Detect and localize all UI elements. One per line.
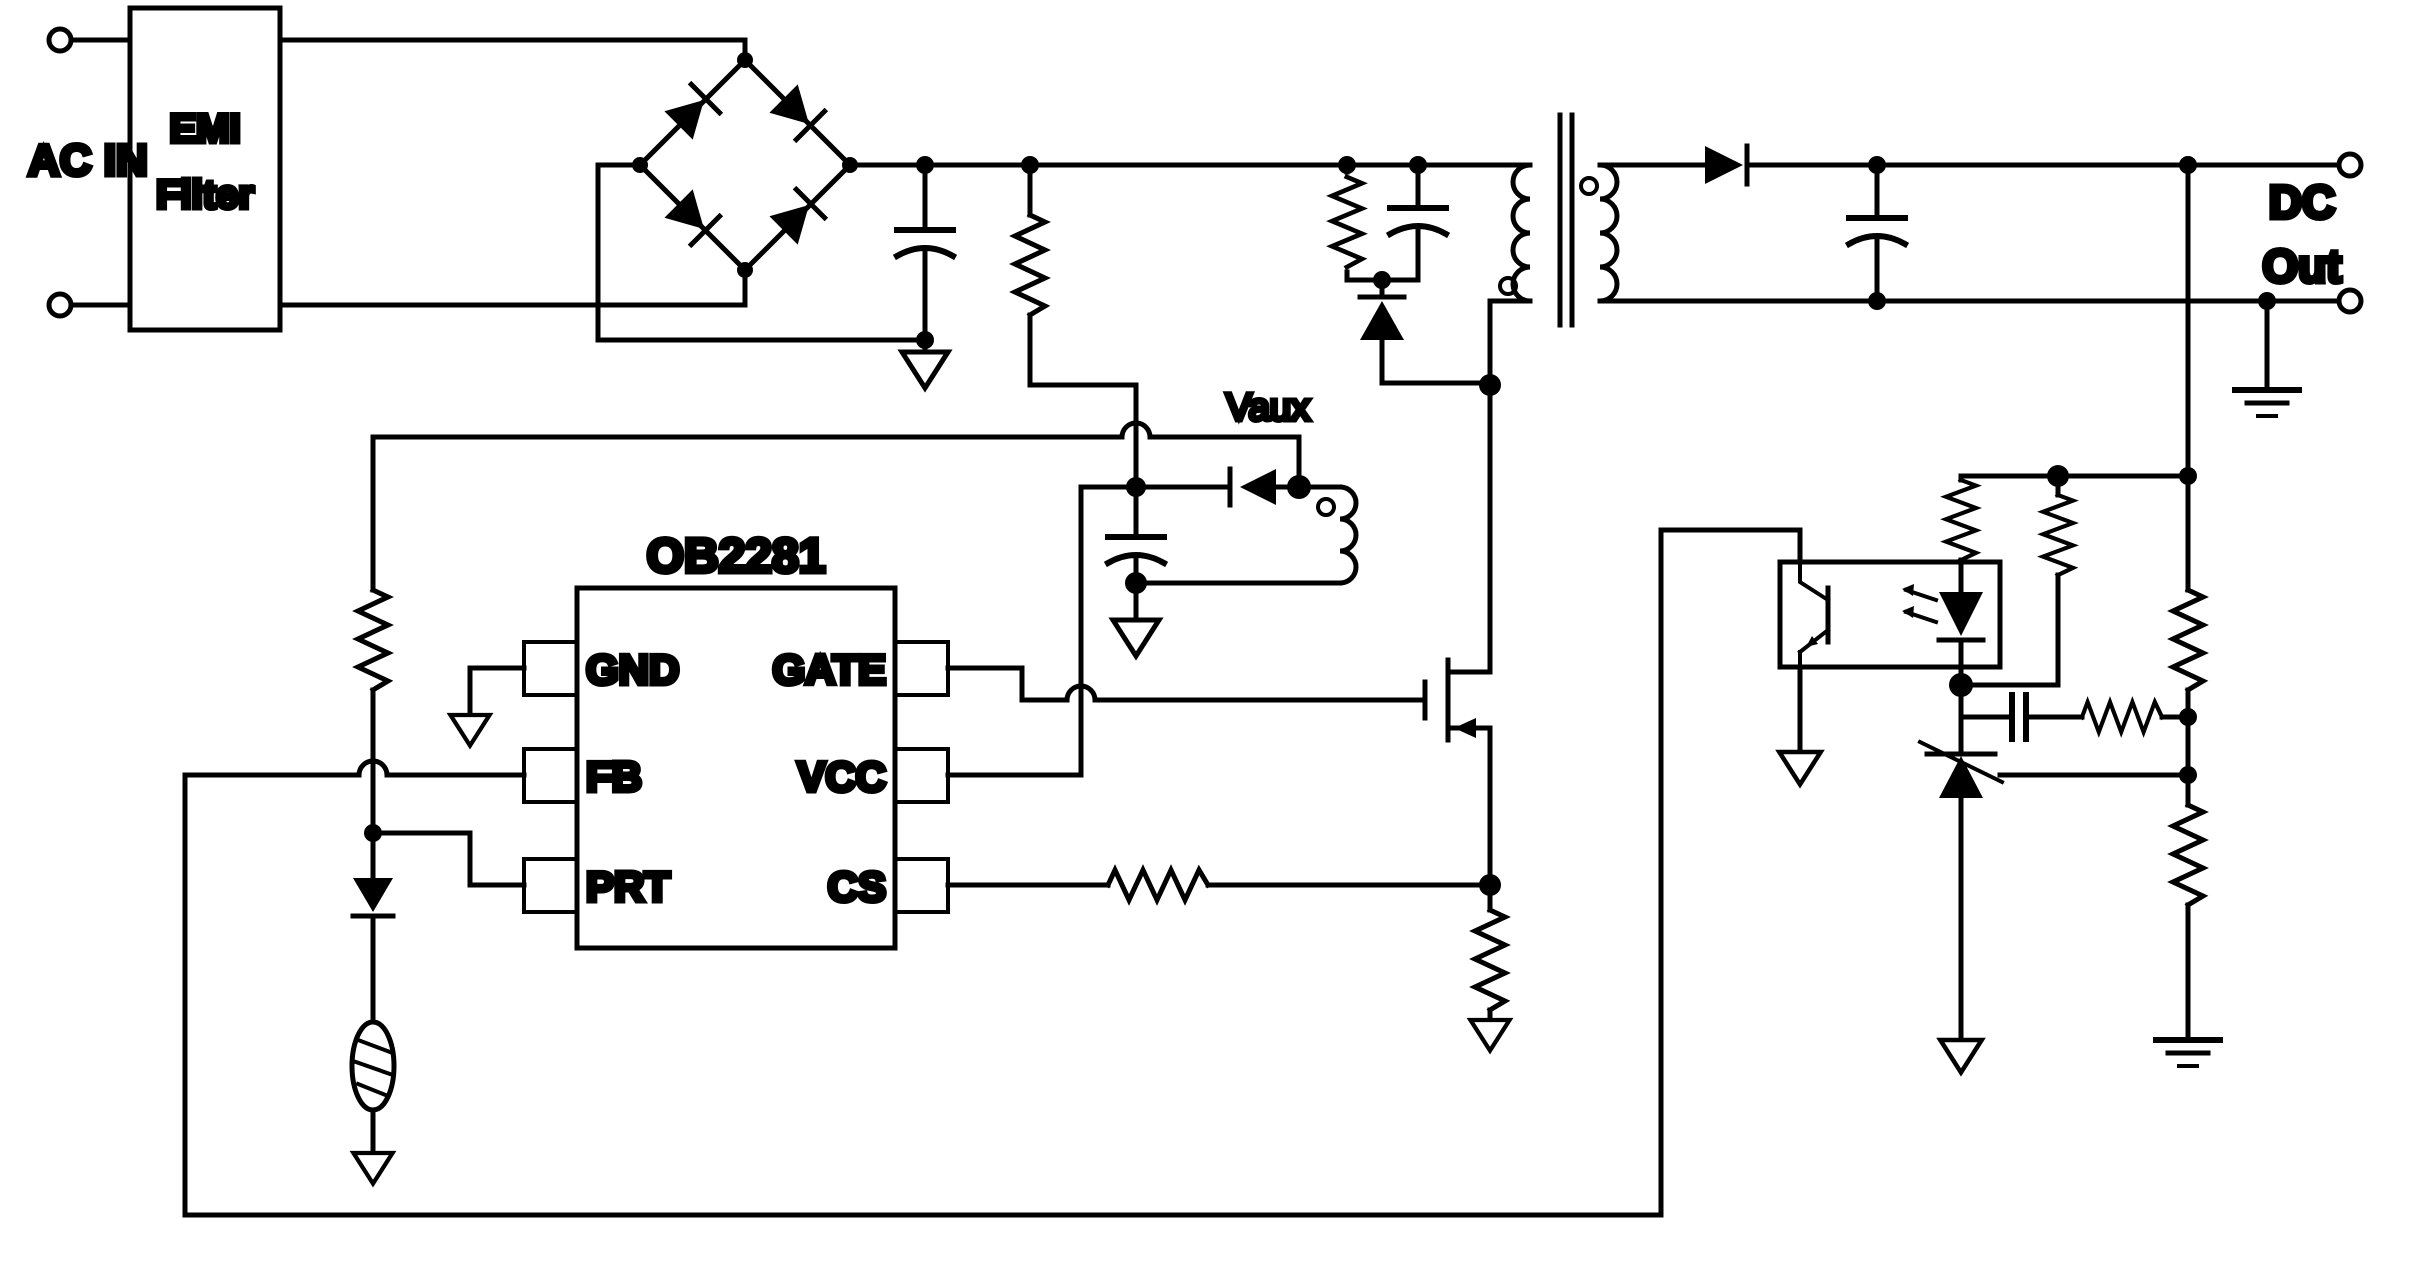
prt-protection-element <box>349 1019 397 1113</box>
output-diode-icon <box>1705 146 1743 184</box>
shunt-adjust-stroke <box>1917 739 2005 785</box>
power-mosfet <box>1445 657 1493 888</box>
ac-terminal-top <box>46 26 74 54</box>
pin-fb-label: FB <box>586 753 642 800</box>
aux-supply: Vaux <box>370 385 1359 586</box>
led-bias-resistor <box>2043 495 2073 575</box>
divider-ground-icon <box>2156 1040 2220 1066</box>
vaux-label: Vaux <box>1226 387 1310 429</box>
emi-filter-box <box>127 5 283 333</box>
rcd-clamp-snubber <box>1332 162 1493 386</box>
fb-pin-wire <box>182 758 527 778</box>
prt-diode-icon <box>353 878 393 912</box>
emi-label-2: Filter <box>156 173 254 217</box>
flyback-transformer <box>1487 112 1620 675</box>
primary-to-drain-wire <box>1487 298 1533 675</box>
fb-loop-wire <box>182 527 1803 1218</box>
vaux-line <box>370 420 1302 490</box>
negative-rail <box>595 162 928 343</box>
secondary-winding <box>1597 162 1620 304</box>
pin-gnd-label: GND <box>586 646 679 693</box>
divider-wires <box>1997 473 2191 1043</box>
startup-resistor <box>1015 215 1045 315</box>
current-sense-resistor <box>1475 910 1505 1010</box>
upper-divider-resistor <box>2173 590 2203 690</box>
ac-lead-wires <box>68 37 133 308</box>
output-section: DC Out <box>1597 143 2364 416</box>
opto-light-arrows <box>1903 587 1939 625</box>
cs-filter-resistor <box>1108 870 1208 900</box>
shunt-regulator-icon <box>1939 756 1983 798</box>
ic-ground-icon <box>450 715 489 746</box>
pin-gnd-box <box>522 640 579 697</box>
sense-ground-icon <box>1470 1020 1509 1051</box>
aux-winding <box>1337 484 1359 586</box>
prt-network <box>349 434 527 1184</box>
bridge-rectifier <box>277 37 928 343</box>
junction-dots <box>364 156 2276 896</box>
current-sense <box>1470 882 1509 1051</box>
feedback-loop <box>182 527 1803 1218</box>
dc-out-terminal-minus <box>2336 287 2364 315</box>
compensation-resistor <box>2082 702 2162 732</box>
pin-cs-label: CS <box>828 863 886 910</box>
emi-filter: EMI Filter <box>127 5 283 333</box>
opto-emitter-arrow-icon <box>1806 636 1818 647</box>
emi-label-1: EMI <box>169 107 240 151</box>
shunt-regulator-wires <box>1924 682 1998 1043</box>
vcc-wire <box>945 484 1139 778</box>
vcc-ground-icon <box>1113 620 1159 656</box>
dc-out-terminal-plus <box>2336 151 2364 179</box>
prt-pin-wire <box>370 830 527 888</box>
opto-ground-icon <box>1779 752 1820 784</box>
pin-cs-box <box>893 857 950 914</box>
secondary-polarity-dot <box>1579 176 1599 196</box>
ic-name-label: OB2281 <box>647 530 826 583</box>
primary-polarity-dot <box>1498 276 1518 296</box>
snubber-resistor <box>1332 177 1362 267</box>
gnd-pin-wire <box>467 665 527 718</box>
pin-prt-box <box>522 857 579 914</box>
primary-winding <box>1510 162 1533 304</box>
pin-gate-box <box>893 640 950 697</box>
pin-vcc-box <box>893 747 950 804</box>
bridge-diamond <box>636 56 854 274</box>
secondary-ground-icon <box>2235 390 2299 416</box>
pin-fb-box <box>522 747 579 804</box>
bulk-capacitor <box>897 162 953 388</box>
prt-divider-resistor <box>358 590 388 690</box>
ac-wire-top <box>277 37 748 63</box>
ic-right-wires <box>945 484 1493 900</box>
opto-led-icon <box>1939 592 1983 636</box>
pin-prt-label: PRT <box>586 863 670 910</box>
optocoupler-box <box>1777 559 2003 670</box>
primary-ground-icon <box>902 352 948 388</box>
mosfet-arrow-icon <box>1454 718 1476 738</box>
protection-element-marks <box>353 1037 393 1099</box>
ac-terminal-bottom <box>46 291 74 319</box>
gate-wire <box>945 665 1428 703</box>
dc-label: DC <box>2269 176 2335 228</box>
prt-ground-icon <box>353 1153 392 1184</box>
pin-gate-label: GATE <box>772 646 886 693</box>
optocoupler <box>1777 559 2003 784</box>
pin-vcc-label: VCC <box>797 753 886 800</box>
secondary-feedback-network <box>1917 162 2220 1072</box>
controller-ic: OB2281 GND FB PRT GATE VCC CS <box>450 528 950 951</box>
led-series-resistor <box>1946 480 1976 560</box>
lower-divider-resistor <box>2173 805 2203 905</box>
opto-transistor-icon <box>1797 560 1831 669</box>
aux-polarity-dot <box>1316 497 1336 517</box>
aux-diode-icon <box>1240 469 1276 505</box>
snubber-diode-icon <box>1360 301 1404 340</box>
out-label: Out <box>2262 240 2341 292</box>
mosfet-leads <box>1445 669 1493 888</box>
shunt-ground-icon <box>1940 1040 1981 1072</box>
ac-wire-bottom <box>277 267 748 308</box>
